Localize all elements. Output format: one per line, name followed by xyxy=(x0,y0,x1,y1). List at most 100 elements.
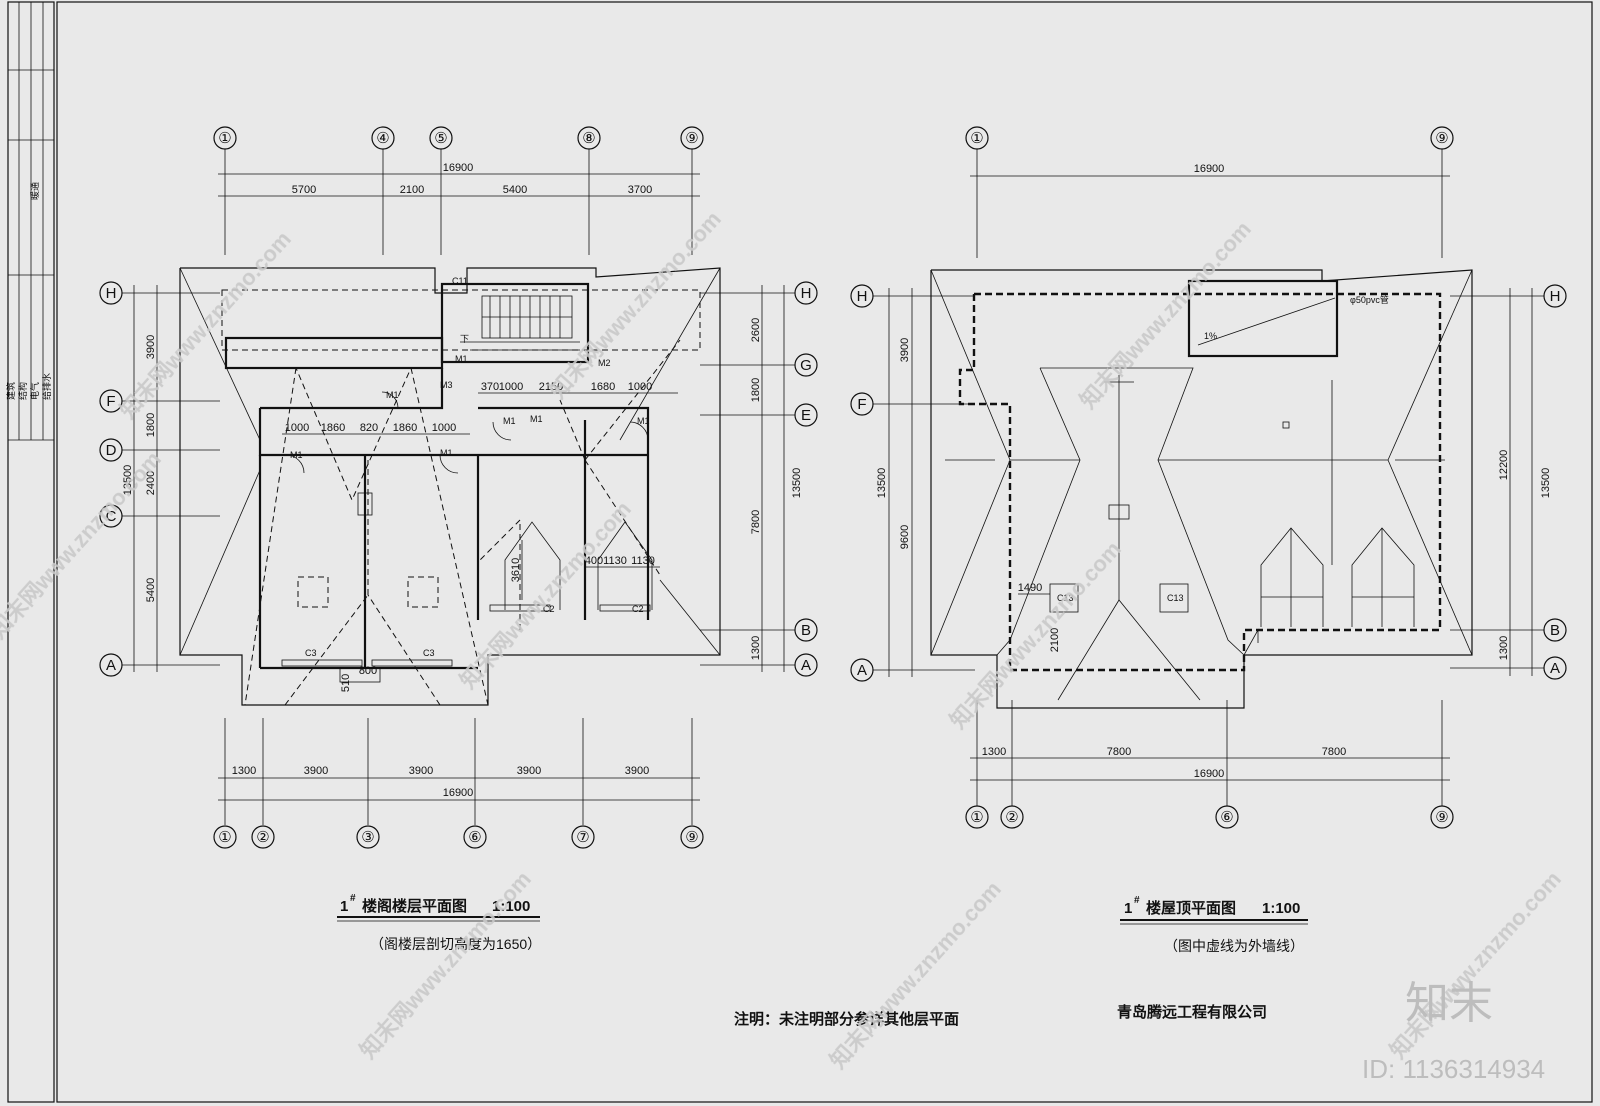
axis-bubble: ① xyxy=(218,829,231,846)
axis-bubble: ① xyxy=(218,130,231,147)
dim-int: 400 xyxy=(585,555,603,567)
axis-bubble: ② xyxy=(1005,809,1018,826)
side-title-block: 建筑 结构 电气 给排水 暖通 xyxy=(5,1,55,1103)
right-plan-right-axes: H B A 12200 1300 13500 xyxy=(1450,284,1567,680)
axis-bubble: F xyxy=(857,396,866,413)
dim-int: 3610 xyxy=(510,558,522,582)
door-label: M1 xyxy=(637,416,650,426)
axis-bubble: D xyxy=(106,442,117,459)
axis-bubble: H xyxy=(801,285,812,302)
title-scale: 1:100 xyxy=(492,898,530,915)
left-bottom-axes: 1300 3900 3900 3900 3900 16900 ① ② ③ ⑥ ⑦… xyxy=(213,718,704,849)
title-text: 楼阁楼层平面图 xyxy=(362,897,467,915)
title-number: 1 xyxy=(1124,900,1132,917)
title-sup: # xyxy=(350,893,356,904)
slope-label: 1% xyxy=(1204,331,1217,341)
side-label-arch: 建筑 xyxy=(5,382,16,400)
dim-int: 820 xyxy=(360,422,378,434)
outer-wall-dashed xyxy=(958,292,1442,672)
dim-int: 1130 xyxy=(603,555,627,567)
dim-bottom: 3900 xyxy=(409,765,433,777)
axis-bubble: ⑨ xyxy=(685,130,698,147)
dim-right: 1300 xyxy=(750,636,762,660)
window-label: C11 xyxy=(452,276,468,286)
dim-right-total: 13500 xyxy=(791,468,803,499)
axis-bubble: A xyxy=(801,657,811,674)
axis-bubble: H xyxy=(1550,288,1561,305)
axis-bubble: ④ xyxy=(376,130,389,147)
door-label: M1 xyxy=(455,354,468,364)
title-sup: # xyxy=(1134,895,1140,906)
axis-bubble: F xyxy=(106,393,115,410)
dim-bottom: 3900 xyxy=(625,765,649,777)
roof-outline xyxy=(930,269,1473,709)
dim-int: 1130 xyxy=(631,555,655,567)
dim-left: 5400 xyxy=(145,578,157,602)
dim-bottom: 7800 xyxy=(1107,746,1131,758)
left-top-axes: ① ④ ⑤ ⑧ ⑨ 16900 5700 2100 5400 3700 xyxy=(213,126,704,255)
side-label-struct: 结构 xyxy=(17,382,28,400)
dim-top: 3700 xyxy=(628,184,652,196)
dim-right: 1800 xyxy=(750,378,762,402)
dim-right: 7800 xyxy=(750,510,762,534)
left-walls xyxy=(224,282,653,683)
title-subtitle: （阁楼层剖切高度为1650） xyxy=(370,936,541,952)
dim-top-total: 16900 xyxy=(1194,163,1225,175)
left-plan-labels: C11 M1 M1 M3 M2 下 M1 M1 M1 M1 M1 C2 C2 C… xyxy=(290,276,650,658)
dim-right: 1300 xyxy=(1498,636,1510,660)
axis-bubble: ⑥ xyxy=(468,829,481,846)
dim-int: 1000 xyxy=(499,381,523,393)
title-text: 楼屋顶平面图 xyxy=(1146,899,1236,917)
right-plan-title: 1 # 楼屋顶平面图 1:100 （图中虚线为外墙线） xyxy=(1120,895,1308,954)
dim-int: 2150 xyxy=(539,381,563,393)
dim-left: 2400 xyxy=(145,471,157,495)
dim-left-total: 13500 xyxy=(876,468,888,499)
dim-left: 9600 xyxy=(899,525,911,549)
left-interior-dims: 1000 1860 820 1860 1000 370 1000 2150 16… xyxy=(282,381,678,692)
dim-bottom: 3900 xyxy=(517,765,541,777)
dim-bottom-total: 16900 xyxy=(1194,768,1225,780)
dim-bottom-total: 16900 xyxy=(443,787,474,799)
dim-int: 800 xyxy=(359,665,377,677)
dim-int: 1000 xyxy=(285,422,309,434)
axis-bubble: C xyxy=(106,508,117,525)
stair-down-label: 下 xyxy=(460,334,469,344)
axis-bubble: H xyxy=(106,285,117,302)
left-plan-right-axes: H G E B A 2600 1800 7800 1300 13500 xyxy=(700,281,818,677)
window-label: C13 xyxy=(1057,593,1074,603)
dim-int: 1680 xyxy=(591,381,615,393)
stair xyxy=(460,295,580,351)
left-side-axes: H F D C A 13500 3900 1800 2400 5400 xyxy=(99,281,220,677)
drawing-frame xyxy=(56,1,1593,1103)
right-top-axes: ① ⑨ 16900 xyxy=(965,126,1454,258)
left-plan-title: 1 # 楼阁楼层平面图 1:100 （阁楼层剖切高度为1650） xyxy=(337,893,541,952)
right-bottom-axes: 1300 7800 7800 16900 ① ② ⑥ ⑨ xyxy=(965,700,1454,829)
door-label: M1 xyxy=(530,414,543,424)
door-label: M1 xyxy=(290,450,303,460)
dim-top-total: 16900 xyxy=(443,162,474,174)
side-label-elec: 电气 xyxy=(29,382,40,400)
dim-int: 370 xyxy=(481,381,499,393)
axis-bubble: ② xyxy=(256,829,269,846)
axis-bubble: ③ xyxy=(361,829,374,846)
dim-int: 2100 xyxy=(1049,628,1061,652)
title-number: 1 xyxy=(340,898,348,915)
general-note: 注明：未注明部分参详其他层平面 xyxy=(734,1010,959,1028)
dim-int: 1490 xyxy=(1018,582,1042,594)
window-label: C13 xyxy=(1167,593,1184,603)
axis-bubble: B xyxy=(1550,622,1560,639)
axis-bubble: ⑨ xyxy=(1435,809,1448,826)
dim-int: 1860 xyxy=(393,422,417,434)
door-label: M1 xyxy=(440,448,453,458)
window-label: C2 xyxy=(543,604,555,614)
window-label: C3 xyxy=(305,648,317,658)
dim-top: 5400 xyxy=(503,184,527,196)
side-label-water: 给排水 xyxy=(41,373,52,400)
pipe-label: φ50pvc管 xyxy=(1350,294,1389,305)
dim-int: 1860 xyxy=(321,422,345,434)
door-label: M1 xyxy=(503,416,516,426)
axis-bubble: H xyxy=(857,288,868,305)
asset-id: ID: 1136314934 xyxy=(1362,1054,1545,1084)
dim-left: 1800 xyxy=(145,413,157,437)
